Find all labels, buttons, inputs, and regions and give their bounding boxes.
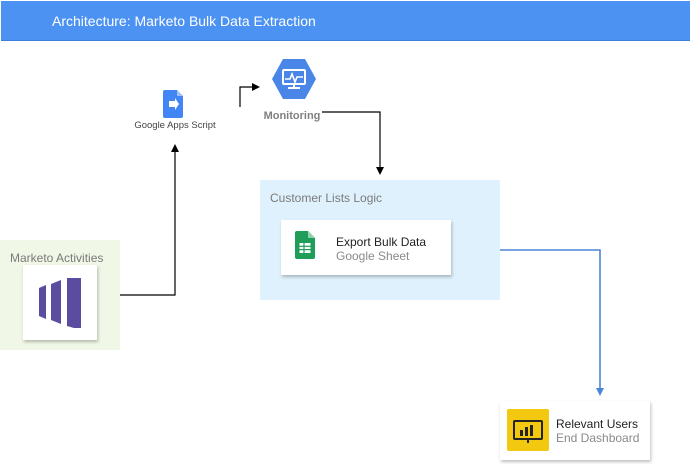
relevant-users-node[interactable]: Relevant Users End Dashboard	[500, 401, 650, 460]
marketo-icon	[39, 278, 81, 328]
edge-monitoring-to-customer-lists	[322, 111, 384, 175]
monitoring-node[interactable]: Monitoring	[256, 58, 336, 124]
title-bar: Architecture: Marketo Bulk Data Extracti…	[1, 1, 690, 41]
customer-lists-label: Customer Lists Logic	[270, 191, 383, 205]
edge-customer-lists-to-users	[500, 249, 604, 396]
users-subtitle: End Dashboard	[556, 431, 640, 445]
users-title: Relevant Users	[556, 417, 639, 431]
export-bulk-data-node[interactable]: Export Bulk Data Google Sheet	[281, 220, 451, 275]
monitoring-label: Monitoring	[263, 110, 321, 122]
monitoring-icon	[272, 59, 316, 99]
power-bi-icon	[507, 409, 549, 451]
marketo-node[interactable]	[23, 265, 97, 340]
apps-script-node[interactable]: Google Apps Script	[130, 86, 220, 136]
edge-apps-script-to-monitoring	[239, 83, 260, 107]
google-sheets-icon	[295, 231, 315, 259]
page-title: Architecture: Marketo Bulk Data Extracti…	[52, 13, 316, 29]
google-apps-script-icon	[163, 90, 183, 118]
export-title: Export Bulk Data	[336, 235, 427, 249]
marketo-label: Marketo Activities	[10, 251, 104, 265]
edge-marketo-to-apps-script	[120, 144, 179, 296]
apps-script-label: Google Apps Script	[134, 120, 216, 131]
export-subtitle: Google Sheet	[336, 249, 410, 263]
